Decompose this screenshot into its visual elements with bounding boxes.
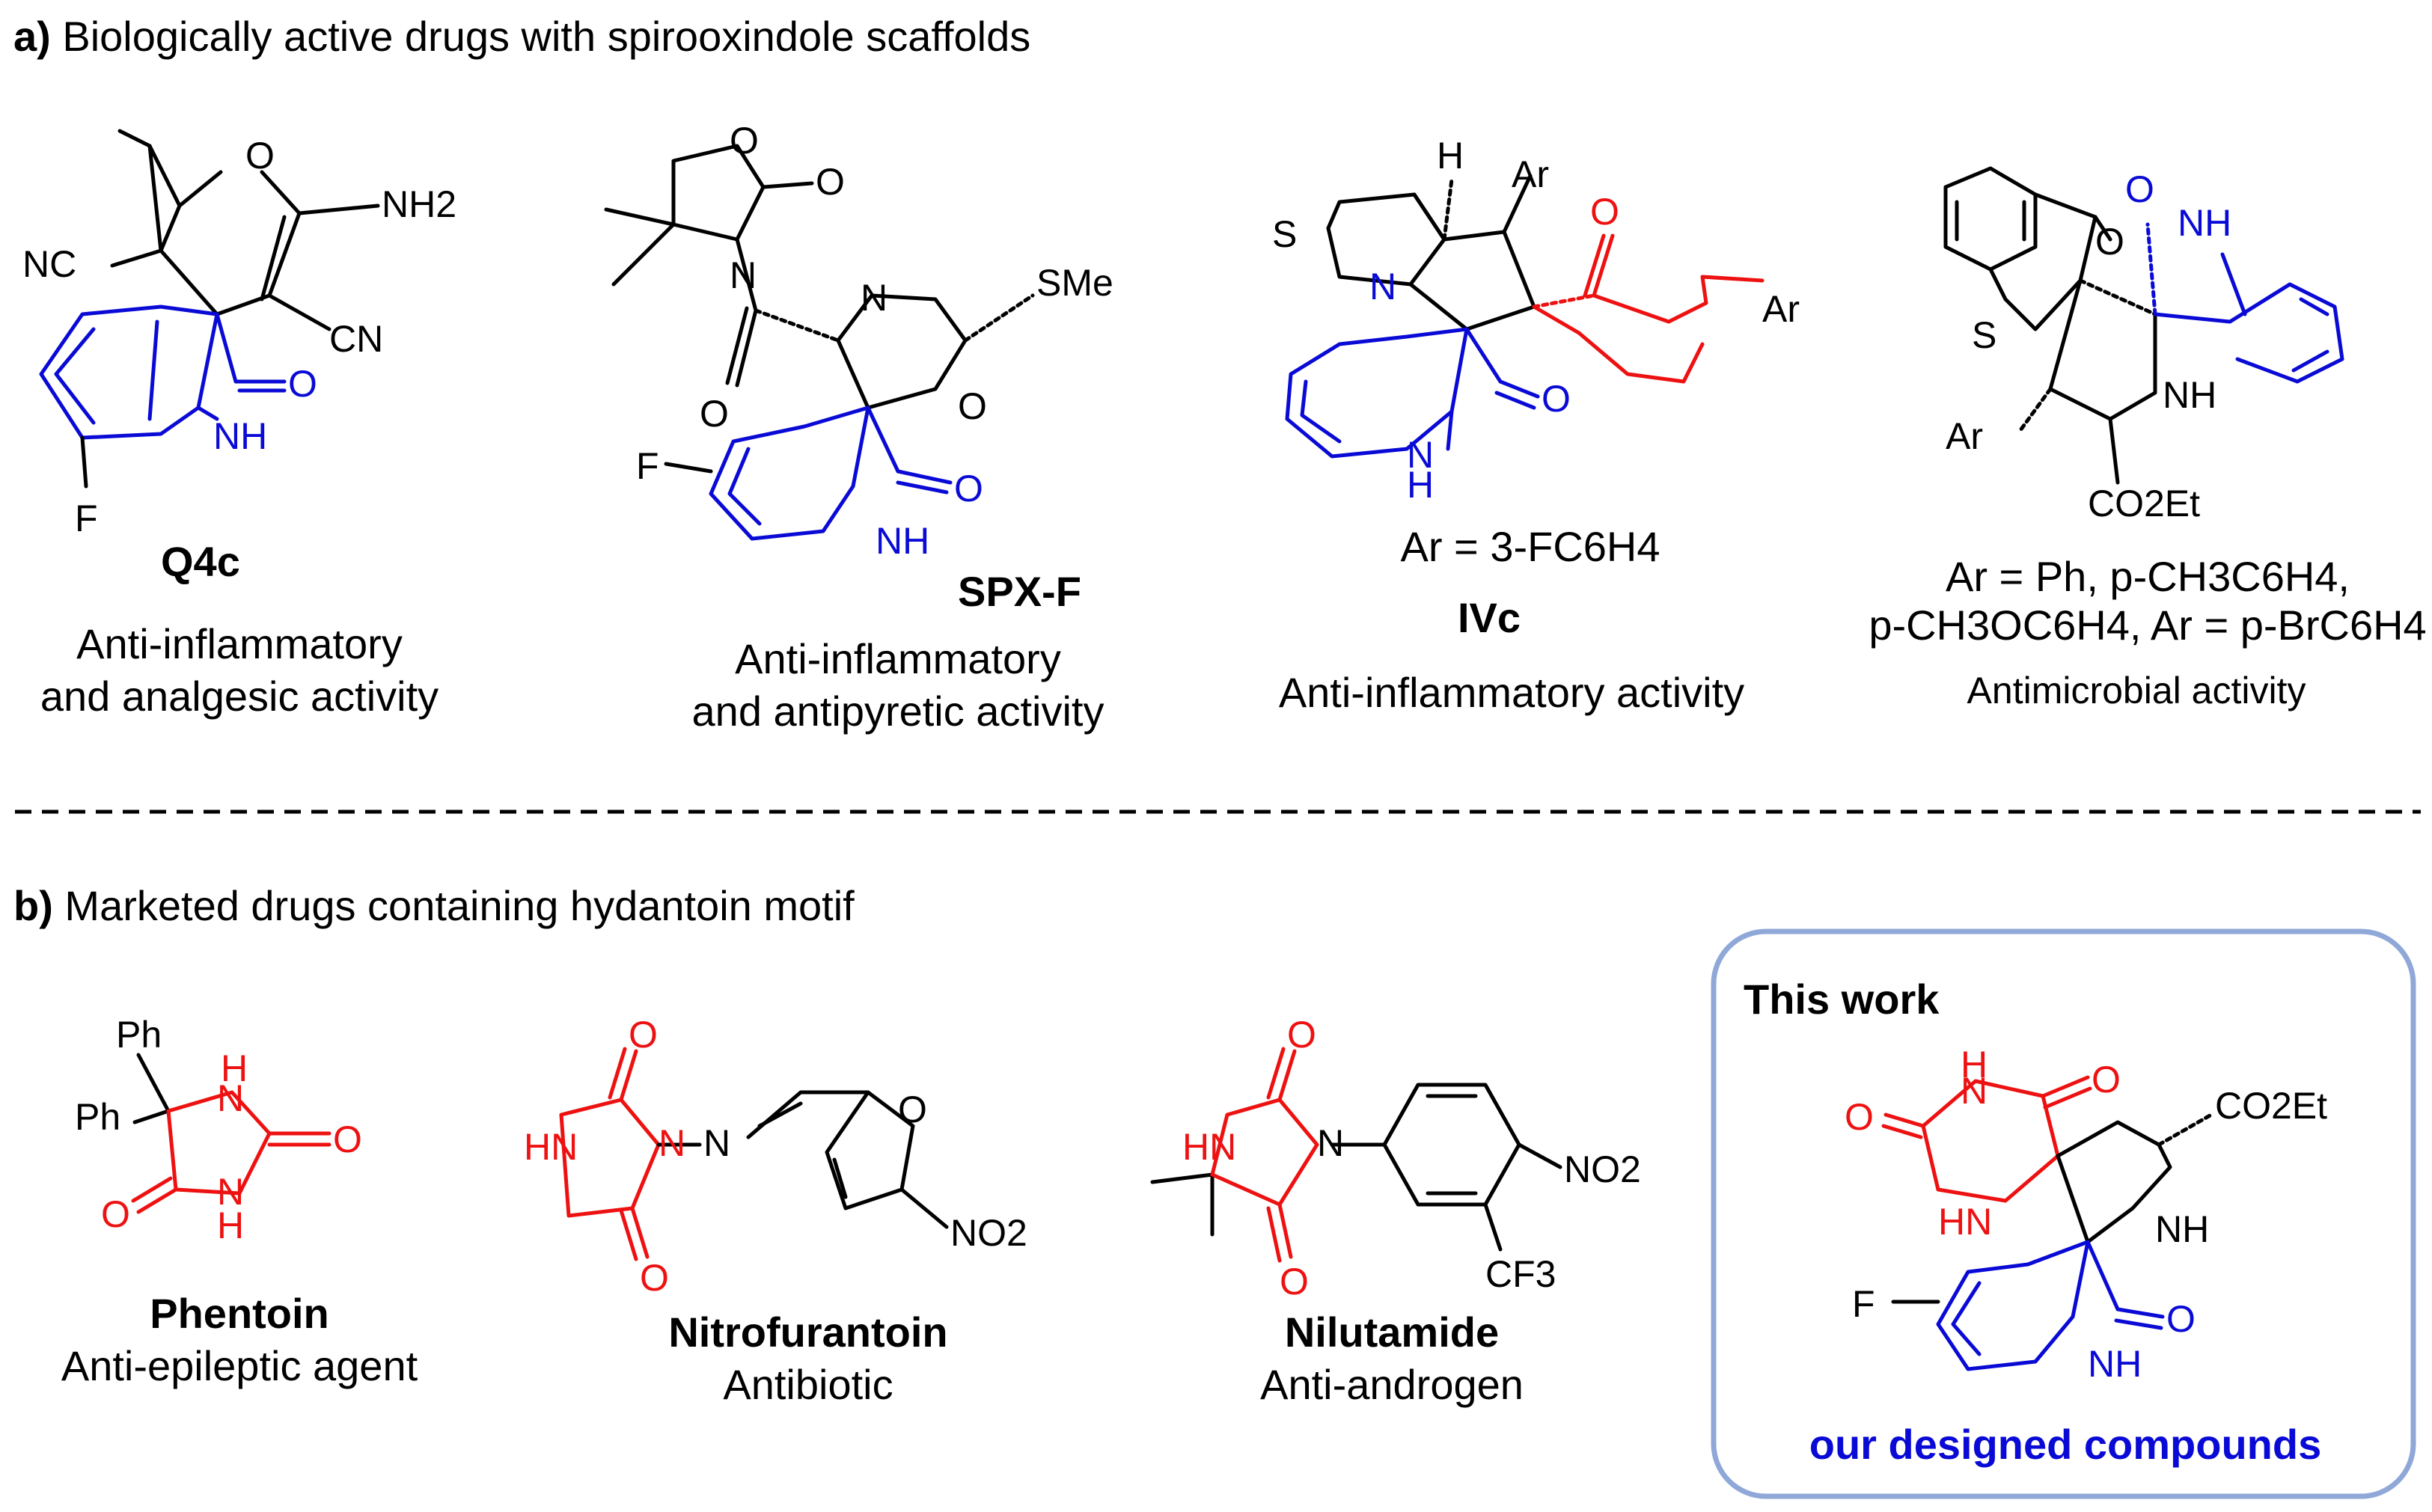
structure-nitrofurantoin: HN O N N O O NO2 [524, 1014, 1027, 1299]
atom-o-blue: O [954, 468, 983, 509]
atom-o: O [2095, 221, 2124, 263]
atom-o-blue: O [2125, 168, 2154, 210]
structure-phentoin: Ph Ph H N O N H O [75, 1014, 362, 1246]
atom-o-red: O [2092, 1059, 2121, 1101]
compound-spx-f-activity-2: and antipyretic activity [692, 688, 1105, 735]
compound-spx-f-activity-1: Anti-inflammatory [735, 635, 1061, 682]
atom-n: N [703, 1122, 730, 1164]
atom-h-red: H [221, 1047, 248, 1089]
atom-o-red: O [1287, 1014, 1316, 1056]
atom-ar: Ar [1512, 153, 1549, 195]
this-work-box [1711, 928, 2416, 1499]
atom-o: O [958, 385, 987, 427]
atom-f: F [636, 445, 659, 487]
compound-antimicrobial-activity: Antimicrobial activity [1967, 670, 2306, 711]
atom-nh-blue: NH [876, 520, 929, 562]
atom-ar: Ar [1946, 415, 1983, 457]
atom-nh-blue: NH [2088, 1343, 2142, 1385]
atom-cf3: CF3 [1485, 1253, 1556, 1295]
atom-h-red: H [1961, 1044, 1988, 1086]
compound-phentoin-activity: Anti-epileptic agent [61, 1342, 418, 1389]
compound-phentoin-name: Phentoin [150, 1290, 329, 1337]
atom-hn-red: HN [524, 1126, 578, 1168]
compound-q4c-activity-2: and analgesic activity [40, 673, 439, 720]
atom-n-blue: N [1369, 266, 1396, 307]
atom-o-red: O [1590, 191, 1619, 233]
atom-nh-blue: NH [2178, 202, 2231, 244]
structure-designed-compound: H N O O HN CO2Et NH F O NH [1845, 1044, 2327, 1385]
compound-antimicrobial-ar-note-2: p-CH3OC6H4, Ar = p-BrC6H4 [1869, 602, 2426, 649]
atom-o-blue: O [1542, 378, 1571, 420]
atom-n: N [730, 254, 757, 296]
atom-hn-red: HN [1938, 1201, 1992, 1243]
atom-n-red: N [1961, 1070, 1988, 1112]
atom-o: O [245, 135, 275, 177]
atom-no2: NO2 [1564, 1148, 1641, 1190]
atom-o-red: O [1845, 1096, 1874, 1138]
atom-h-red: H [217, 1205, 244, 1246]
atom-hn-red: HN [1182, 1126, 1236, 1168]
atom-nh: NH [2163, 374, 2216, 416]
compound-nitrofurantoin-activity: Antibiotic [723, 1361, 893, 1408]
compound-ivc-ar-note: Ar = 3-FC6H4 [1401, 523, 1660, 570]
structure-antimicrobial: O NH O S NH Ar CO2Et [1943, 166, 2344, 524]
atom-h-blue: H [1407, 464, 1434, 506]
atom-nc: NC [22, 243, 76, 285]
compound-ivc-activity-1: Anti-inflammatory activity [1279, 669, 1744, 716]
this-work-footer: our designed compounds [1809, 1421, 2321, 1468]
atom-o-red: O [333, 1118, 362, 1160]
structure-q4c: O NH2 NC CN O NH F [22, 129, 456, 539]
atom-ph: Ph [116, 1014, 162, 1056]
structure-spx-f: O O N O N SMe O F O NH [604, 120, 1113, 562]
compound-q4c-activity-1: Anti-inflammatory [76, 620, 403, 667]
atom-ar: Ar [1762, 288, 1800, 330]
compound-nitrofurantoin-name: Nitrofurantoin [668, 1309, 947, 1356]
atom-co2et: CO2Et [2088, 483, 2200, 524]
atom-nh-blue: NH [213, 415, 267, 457]
atom-o-red: O [1280, 1261, 1309, 1303]
atom-sme: SMe [1036, 262, 1113, 304]
structure-ivc: S N H Ar O Ar O N H [1272, 135, 1800, 506]
atom-n-red: N [217, 1171, 244, 1213]
panel-a-title: a) Biologically active drugs with spiroo… [13, 13, 1030, 60]
atom-s: S [1272, 213, 1297, 255]
atom-nh: NH [2155, 1208, 2209, 1250]
compound-nilutamide-activity: Anti-androgen [1260, 1361, 1524, 1408]
atom-cn: CN [329, 318, 383, 360]
compound-nilutamide-name: Nilutamide [1285, 1309, 1499, 1356]
atom-n-blue: N [1407, 434, 1434, 476]
atom-h: H [1437, 135, 1464, 177]
atom-f: F [1852, 1283, 1875, 1325]
atom-nh2: NH2 [382, 183, 456, 225]
compound-spx-f-name: SPX-F [958, 568, 1081, 615]
compound-q4c-name: Q4c [161, 538, 240, 585]
atom-ph: Ph [75, 1096, 120, 1138]
atom-o-blue: O [288, 363, 317, 405]
atom-o: O [898, 1089, 927, 1130]
atom-o-red: O [640, 1257, 669, 1299]
atom-n: N [1317, 1122, 1344, 1164]
atom-o: O [816, 161, 845, 203]
atom-n-red: N [659, 1122, 685, 1164]
atom-o-blue: O [2166, 1298, 2196, 1340]
atom-o: O [730, 120, 759, 162]
structure-nilutamide: HN O N O NO2 CF3 [1150, 1014, 1641, 1303]
atom-o-red: O [101, 1193, 130, 1235]
atom-no2: NO2 [950, 1212, 1027, 1254]
panel-b-title: b) Marketed drugs containing hydantoin m… [13, 882, 855, 929]
atom-o: O [700, 393, 729, 435]
atom-n: N [861, 277, 887, 319]
compound-antimicrobial-ar-note-1: Ar = Ph, p-CH3C6H4, [1946, 553, 2350, 600]
atom-o-red: O [629, 1014, 658, 1056]
atom-co2et: CO2Et [2215, 1085, 2327, 1127]
this-work-heading: This work [1744, 976, 1940, 1023]
atom-n-red: N [217, 1077, 244, 1119]
compound-ivc-name: IVc [1458, 594, 1521, 641]
atom-s: S [1972, 314, 1996, 356]
atom-f: F [75, 498, 98, 539]
